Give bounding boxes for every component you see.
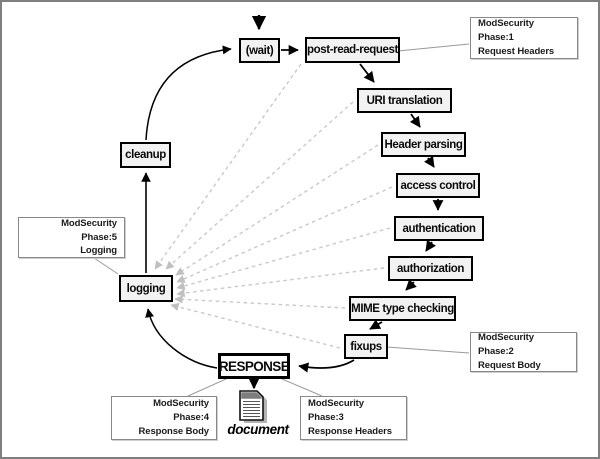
- node-cleanup: cleanup: [120, 142, 171, 168]
- dashed-link-access-control: [176, 186, 393, 283]
- node-logging: logging: [119, 275, 173, 302]
- arrow-authz-to-mime: [405, 279, 417, 291]
- annotation-phase2-line1: ModSecurity Phase:2: [478, 332, 534, 358]
- node-authentication: authentication: [394, 216, 484, 241]
- arrow-response-to-logging: [145, 308, 218, 369]
- node-response: RESPONSE: [218, 353, 290, 379]
- arrow-uri-to-header: [409, 113, 421, 128]
- arrow-header-to-access: [424, 155, 435, 168]
- connector-phase5: [93, 257, 119, 275]
- node-uri-translation: URI translation: [357, 88, 452, 113]
- annotation-phase2-line2: Request Body: [478, 359, 541, 371]
- annotation-phase4-line1: ModSecurity Phase:4: [153, 398, 209, 424]
- node-authorization: authorization: [388, 256, 473, 281]
- annotation-phase4: ModSecurity Phase:4 Response Body: [111, 396, 217, 440]
- annotation-phase3: ModSecurity Phase:3 Response Headers: [300, 396, 407, 440]
- annotation-phase3-line1: ModSecurity Phase:3: [308, 398, 364, 424]
- arrow-cleanup-to-wait: [145, 45, 232, 141]
- dashed-link-mime-type-checking: [174, 295, 346, 309]
- node-access-control: access control: [396, 173, 480, 198]
- connector-phase4: [187, 378, 227, 397]
- annotation-phase5-line2: Logging: [80, 245, 117, 257]
- document-label: document: [227, 422, 289, 437]
- dashed-link-fixups: [170, 302, 341, 349]
- dashed-link-uri-translation: [165, 101, 354, 270]
- annotation-phase1-line2: Request Headers: [478, 45, 555, 57]
- annotation-connectors: [93, 43, 470, 397]
- flow-arrows: [141, 15, 444, 390]
- document-icon: [239, 390, 267, 423]
- node-fixups: fixups: [344, 334, 388, 359]
- dashed-link-authentication: [176, 227, 391, 290]
- arrow-authn-to-authz: [425, 239, 436, 252]
- node-wait: (wait): [239, 38, 280, 63]
- annotation-phase1: ModSecurity Phase:1 Request Headers: [470, 17, 578, 59]
- annotation-phase1-line1: ModSecurity Phase:1: [478, 18, 534, 44]
- annotation-phase5: ModSecurity Phase:5 Logging: [18, 217, 125, 258]
- dashed-link-authorization: [176, 267, 385, 298]
- connector-phase1: [397, 43, 470, 52]
- annotation-phase5-line1: ModSecurity Phase:5: [61, 217, 117, 243]
- arrow-post-read-to-uri: [359, 63, 375, 83]
- annotation-phase2: ModSecurity Phase:2 Request Body: [470, 332, 577, 372]
- connector-phase2: [386, 346, 470, 354]
- node-header-parsing: Header parsing: [381, 132, 466, 157]
- annotation-phase4-line2: Response Body: [138, 425, 210, 437]
- node-mime-type-checking: MIME type checking: [349, 296, 456, 321]
- dashed-link-post-read-request: [154, 63, 302, 270]
- dashed-link-header-parsing: [175, 144, 379, 276]
- arrow-fixups-to-response: [298, 359, 355, 373]
- connector-phase3: [281, 378, 323, 397]
- dashed-logging-links: [154, 63, 393, 349]
- node-post-read-request: post-read-request: [305, 37, 400, 63]
- arrow-mime-to-fixups: [369, 319, 383, 330]
- annotation-phase3-line2: Response Headers: [308, 425, 392, 437]
